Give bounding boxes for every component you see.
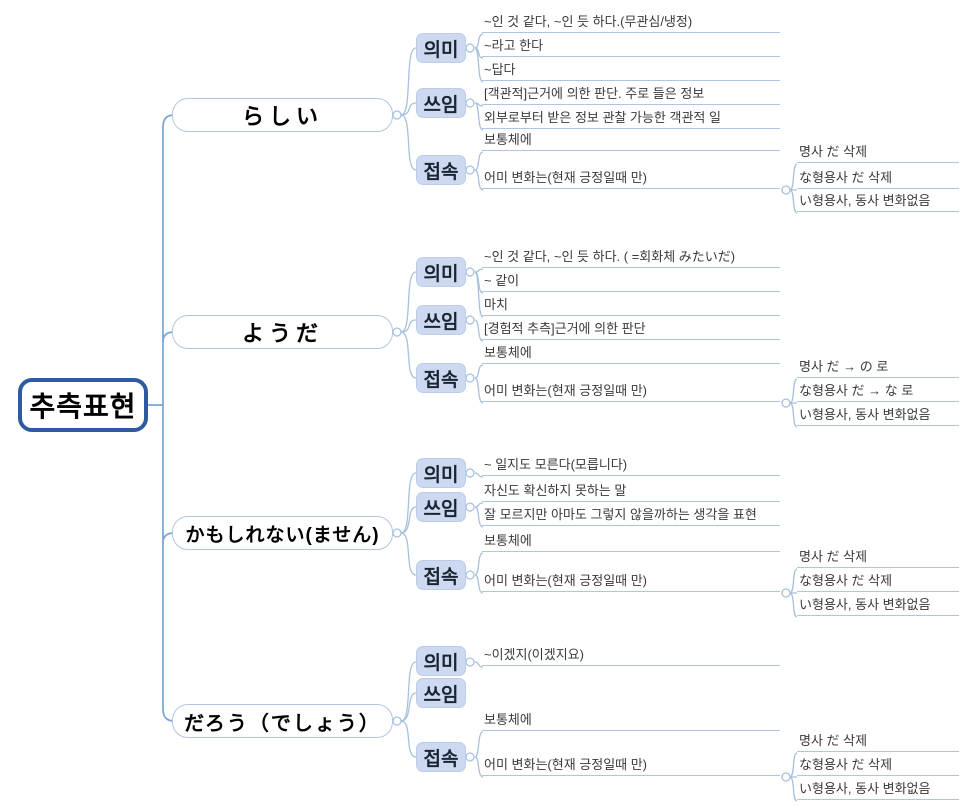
topic-subitem[interactable]: 명사 だ → の 로 <box>797 357 959 378</box>
branch-node-darou[interactable]: だろう（でしょう） <box>172 704 393 738</box>
topic-subitem[interactable]: い형용사, 동사 변화없음 <box>797 191 959 212</box>
topic-subitem[interactable]: い형용사, 동사 변화없음 <box>797 405 959 426</box>
topic-subitem[interactable]: な형용사 だ 삭제 <box>797 571 959 592</box>
topic-subitem[interactable]: 명사 だ 삭제 <box>797 731 959 752</box>
branch3-group-usage[interactable]: 쓰임 <box>416 492 466 522</box>
topic-item[interactable]: 보통체에 <box>482 130 780 151</box>
topic-item[interactable]: 어미 변화는(현재 긍정일때 만) <box>482 571 780 592</box>
branch2-group-connection[interactable]: 접속 <box>416 363 466 393</box>
topic-item[interactable]: ~인 것 같다, ~인 듯 하다. ( =회화체 みたいだ) <box>482 247 780 268</box>
topic-item[interactable]: ~ 일지도 모른다(모릅니다) <box>482 455 780 476</box>
topic-item[interactable]: 잘 모르지만 아마도 그렇지 않을까하는 생각을 표현 <box>482 505 780 526</box>
branch3-group-meaning[interactable]: 의미 <box>416 458 466 488</box>
topic-item[interactable]: 어미 변화는(현재 긍정일때 만) <box>482 755 780 776</box>
topic-subitem[interactable]: 명사 だ 삭제 <box>797 547 959 568</box>
topic-item[interactable]: 자신도 확신하지 못하는 말 <box>482 481 780 502</box>
topic-item[interactable]: 외부로부터 받은 정보 관찰 가능한 객관적 일 <box>482 108 780 129</box>
branch4-group-meaning[interactable]: 의미 <box>416 646 466 676</box>
topic-subitem[interactable]: な형용사 だ 삭제 <box>797 168 959 189</box>
branch3-group-connection[interactable]: 접속 <box>416 560 466 590</box>
topic-subitem[interactable]: な형용사 だ 삭제 <box>797 755 959 776</box>
branch1-group-usage[interactable]: 쓰임 <box>416 88 466 118</box>
topic-item[interactable]: [경험적 추측]근거에 의한 판단 <box>482 319 780 340</box>
topic-subitem[interactable]: な형용사 だ → な 로 <box>797 381 959 402</box>
root-node[interactable]: 추측표현 <box>18 378 148 432</box>
branch-node-rashii[interactable]: らしい <box>172 98 393 132</box>
topic-item[interactable]: ~답다 <box>482 60 780 81</box>
branch4-group-connection[interactable]: 접속 <box>416 742 466 772</box>
topic-item[interactable]: ~ 같이 <box>482 271 780 292</box>
topic-subitem[interactable]: い형용사, 동사 변화없음 <box>797 595 959 616</box>
branch1-group-meaning[interactable]: 의미 <box>416 33 466 63</box>
topic-item[interactable]: [객관적]근거에 의한 판단. 주로 들은 정보 <box>482 84 780 105</box>
topic-item[interactable]: ~인 것 같다, ~인 듯 하다.(무관심/냉정) <box>482 12 780 33</box>
topic-item[interactable]: 보통체에 <box>482 710 780 731</box>
branch-node-kamoshirenai[interactable]: かもしれない(ません) <box>172 516 393 550</box>
topic-item[interactable]: 보통체에 <box>482 531 780 552</box>
topic-subitem[interactable]: い형용사, 동사 변화없음 <box>797 779 959 800</box>
topic-item[interactable]: 어미 변화는(현재 긍정일때 만) <box>482 168 780 189</box>
topic-item[interactable]: ~이겠지(이겠지요) <box>482 645 780 666</box>
branch2-group-meaning[interactable]: 의미 <box>416 257 466 287</box>
topic-item[interactable]: ~라고 한다 <box>482 36 780 57</box>
topic-subitem[interactable]: 명사 だ 삭제 <box>797 142 959 163</box>
branch1-group-connection[interactable]: 접속 <box>416 155 466 185</box>
topic-item[interactable]: 보통체에 <box>482 343 780 364</box>
topic-item[interactable]: 어미 변화는(현재 긍정일때 만) <box>482 381 780 402</box>
topic-item[interactable]: 마치 <box>482 295 780 316</box>
branch4-group-usage[interactable]: 쓰임 <box>416 678 466 708</box>
branch-node-youda[interactable]: ようだ <box>172 315 393 349</box>
branch2-group-usage[interactable]: 쓰임 <box>416 305 466 335</box>
